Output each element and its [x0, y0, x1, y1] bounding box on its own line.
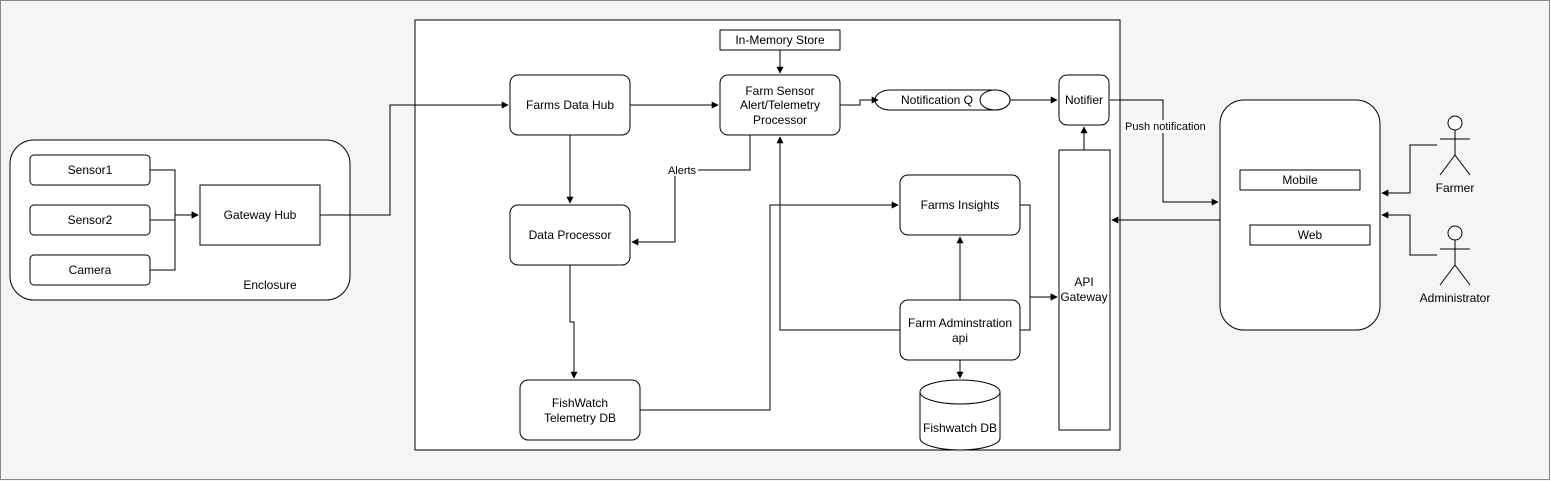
web-label: Web — [1298, 228, 1323, 242]
in-memory-store-node[interactable]: In-Memory Store — [719, 29, 841, 51]
gateway-hub-node[interactable]: Gateway Hub — [199, 184, 321, 246]
notifier-label: Notifier — [1065, 93, 1103, 107]
data-processor-label: Data Processor — [529, 228, 612, 242]
edge-dataprocessor-telemetrydb — [569, 265, 578, 379]
edge-notifier-clients — [1110, 99, 1219, 206]
edge-adminapi-gateway — [1020, 293, 1058, 331]
edge-telemetrydb-insights — [640, 201, 899, 411]
alert-telemetry-processor-node[interactable]: Farm Sensor Alert/Telemetry Processor — [719, 74, 841, 136]
edge-processor-queue — [840, 96, 879, 106]
farmer-label: Farmer — [1436, 181, 1475, 195]
camera-node[interactable]: Camera — [29, 254, 151, 286]
farms-data-hub-label: Farms Data Hub — [526, 98, 614, 112]
alerts-edge-label: Alerts — [668, 165, 697, 177]
farms-insights-node[interactable]: Farms Insights — [899, 174, 1021, 236]
sensor1-node[interactable]: Sensor1 — [29, 154, 151, 186]
mobile-label: Mobile — [1282, 173, 1318, 187]
processor-label-line2: Alert/Telemetry — [740, 98, 820, 112]
edge-gateway-datahub — [320, 101, 509, 216]
api-gateway-label-line1: API — [1074, 275, 1093, 289]
api-gateway-node[interactable]: API Gateway — [1058, 149, 1111, 431]
sensor2-label: Sensor2 — [68, 213, 113, 227]
telemetry-db-node[interactable]: FishWatch Telemetry DB — [519, 379, 641, 441]
gateway-hub-label: Gateway Hub — [224, 208, 297, 222]
fishwatch-db-label: Fishwatch DB — [923, 421, 997, 435]
telemetry-db-label-line1: FishWatch — [552, 396, 608, 410]
alerts-label-bg — [666, 164, 698, 176]
mobile-client-node[interactable]: Mobile — [1239, 169, 1361, 191]
farms-insights-label: Farms Insights — [921, 198, 1000, 212]
processor-label-line1: Farm Sensor — [745, 84, 814, 98]
fishwatch-db-node[interactable]: Fishwatch DB — [919, 379, 1001, 451]
notifier-node[interactable]: Notifier — [1058, 74, 1110, 126]
web-client-node[interactable]: Web — [1249, 224, 1371, 246]
admin-api-label-line2: api — [952, 331, 968, 345]
in-memory-store-label: In-Memory Store — [735, 33, 825, 47]
camera-label: Camera — [69, 263, 112, 277]
push-notification-edge-label: Push notification — [1125, 121, 1206, 133]
notification-queue-node[interactable]: Notification Q — [874, 89, 1011, 111]
farm-administration-api-node[interactable]: Farm Adminstration api — [899, 299, 1021, 361]
client-container — [1219, 99, 1381, 331]
telemetry-db-label-line2: Telemetry DB — [544, 411, 616, 425]
edge-farmer-clients — [1381, 144, 1437, 197]
administrator-actor[interactable] — [1439, 225, 1471, 286]
sensor1-label: Sensor1 — [68, 163, 113, 177]
edge-admin-clients — [1381, 211, 1437, 256]
enclosure-label: Enclosure — [243, 278, 297, 292]
edge-camera-gateway — [150, 211, 199, 271]
processor-label-line3: Processor — [753, 113, 807, 127]
push-label-bg — [1123, 120, 1207, 133]
administrator-label: Administrator — [1420, 291, 1491, 305]
farms-data-hub-node[interactable]: Farms Data Hub — [509, 74, 631, 136]
sensor2-node[interactable]: Sensor2 — [29, 204, 151, 236]
notification-q-label: Notification Q — [901, 93, 973, 107]
api-gateway-label-line2: Gateway — [1060, 290, 1107, 304]
data-processor-node[interactable]: Data Processor — [509, 204, 631, 266]
farmer-actor[interactable] — [1439, 115, 1471, 176]
edge-adminapi-processor — [776, 136, 900, 331]
admin-api-label-line1: Farm Adminstration — [908, 316, 1012, 330]
